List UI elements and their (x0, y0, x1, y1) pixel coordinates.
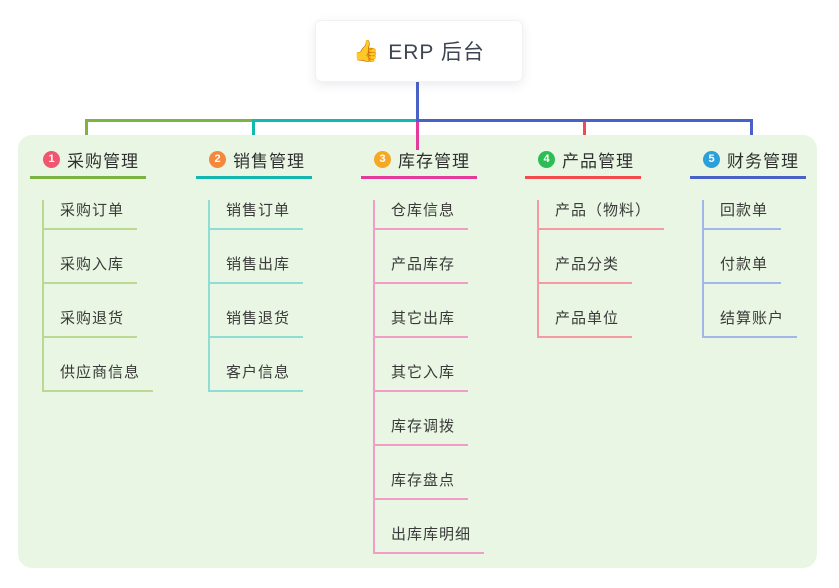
branch-node-sales: 2 销售管理 销售订单 销售出库 销售退货 客户信息 (196, 148, 346, 392)
branch-drop-line-2 (252, 119, 255, 150)
branch-label: 销售管理 (233, 151, 305, 171)
child-node[interactable]: 其它入库 (375, 362, 469, 392)
connector-bus-teal (252, 119, 419, 122)
child-node[interactable]: 销售退货 (210, 308, 304, 338)
branch-children: 销售订单 销售出库 销售退货 客户信息 (208, 200, 346, 392)
child-node[interactable]: 其它出库 (375, 308, 469, 338)
child-node[interactable]: 产品单位 (539, 308, 633, 338)
branches-panel (18, 135, 817, 568)
child-node[interactable]: 销售订单 (210, 200, 304, 230)
branch-label: 库存管理 (398, 151, 470, 171)
root-node-title: ERP 后台 (388, 41, 485, 64)
branch-header-sales[interactable]: 2 销售管理 (196, 148, 312, 179)
child-node[interactable]: 回款单 (704, 200, 782, 230)
thumbs-up-icon: 👍 (353, 39, 380, 63)
child-node[interactable]: 供应商信息 (44, 362, 154, 392)
root-node[interactable]: 👍 ERP 后台 (315, 20, 523, 82)
connector-bus-green (85, 119, 254, 122)
branch-number-badge: 2 (209, 150, 226, 168)
branch-header-purchase[interactable]: 1 采购管理 (30, 148, 146, 179)
child-node[interactable]: 采购退货 (44, 308, 138, 338)
child-node[interactable]: 采购订单 (44, 200, 138, 230)
child-node[interactable]: 产品分类 (539, 254, 633, 284)
branch-header-inventory[interactable]: 3 库存管理 (361, 148, 477, 179)
branch-label: 采购管理 (67, 151, 139, 171)
branch-children: 产品（物料） 产品分类 产品单位 (537, 200, 675, 338)
branch-drop-line-3 (416, 121, 419, 150)
branch-number-badge: 4 (538, 150, 555, 168)
child-node[interactable]: 产品库存 (375, 254, 469, 284)
branch-node-inventory: 3 库存管理 仓库信息 产品库存 其它出库 其它入库 库存调拨 库存盘点 出库库… (361, 148, 511, 554)
branch-node-product: 4 产品管理 产品（物料） 产品分类 产品单位 (525, 148, 675, 338)
child-node[interactable]: 结算账户 (704, 308, 798, 338)
branch-label: 财务管理 (727, 151, 799, 171)
child-node[interactable]: 出库库明细 (375, 524, 485, 554)
connector-bus-blue (417, 119, 753, 122)
child-node[interactable]: 客户信息 (210, 362, 304, 392)
branch-header-finance[interactable]: 5 财务管理 (690, 148, 806, 179)
branch-node-finance: 5 财务管理 回款单 付款单 结算账户 (690, 148, 839, 338)
branch-number-badge: 5 (703, 150, 720, 168)
child-node[interactable]: 库存调拨 (375, 416, 469, 446)
child-node[interactable]: 付款单 (704, 254, 782, 284)
branch-children: 回款单 付款单 结算账户 (702, 200, 839, 338)
child-node[interactable]: 销售出库 (210, 254, 304, 284)
branch-children: 采购订单 采购入库 采购退货 供应商信息 (42, 200, 180, 392)
root-connector-line (416, 82, 419, 122)
child-node[interactable]: 采购入库 (44, 254, 138, 284)
child-node[interactable]: 库存盘点 (375, 470, 469, 500)
branch-number-badge: 3 (374, 150, 391, 168)
branch-header-product[interactable]: 4 产品管理 (525, 148, 641, 179)
branch-number-badge: 1 (43, 150, 60, 168)
branch-drop-line-5 (750, 119, 753, 150)
branch-children: 仓库信息 产品库存 其它出库 其它入库 库存调拨 库存盘点 出库库明细 (373, 200, 511, 554)
child-node[interactable]: 仓库信息 (375, 200, 469, 230)
branch-node-purchase: 1 采购管理 采购订单 采购入库 采购退货 供应商信息 (30, 148, 180, 392)
branch-drop-line-1 (85, 119, 88, 150)
branch-label: 产品管理 (562, 151, 634, 171)
child-node[interactable]: 产品（物料） (539, 200, 665, 230)
